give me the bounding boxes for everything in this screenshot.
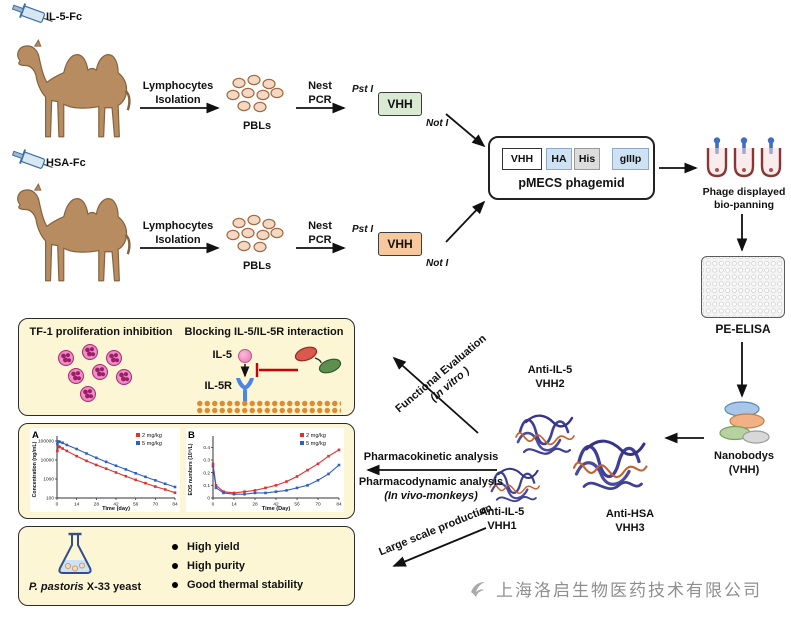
tf1-cell (68, 368, 84, 384)
il5r-label: IL-5R (204, 380, 233, 392)
phagemid-name: pMECS phagemid (518, 176, 625, 190)
pbl-cells-icon (226, 214, 284, 253)
phagemid-his-tag: His (574, 148, 600, 170)
tf1-cell (92, 364, 108, 380)
flask-icon (58, 532, 92, 574)
svg-text:0.2: 0.2 (203, 470, 210, 476)
tf1-cell (82, 344, 98, 360)
svg-text:0: 0 (207, 496, 210, 502)
vhh-gene-box: VHH (378, 232, 422, 256)
phagemid-box: VHH HA His gIIIp pMECS phagemid (488, 136, 655, 200)
svg-text:5 mg/kg: 5 mg/kg (306, 441, 326, 447)
svg-text:56: 56 (133, 502, 139, 508)
nested-pcr-label: Nest PCR (308, 220, 332, 246)
bullet-dot-icon (172, 563, 178, 569)
svg-text:70: 70 (315, 502, 321, 508)
svg-text:70: 70 (153, 502, 159, 508)
svg-text:EOS numbers (10⁹/L): EOS numbers (10⁹/L) (188, 443, 194, 495)
svg-text:84: 84 (172, 502, 178, 508)
svg-text:2 mg/kg: 2 mg/kg (306, 433, 326, 439)
svg-text:Concentration (ng/mL): Concentration (ng/mL) (32, 441, 38, 497)
yeast-strain-label: P. pastoris X-33 yeast (28, 581, 142, 593)
watermark-text: 上海洛启生物医药技术有限公司 (496, 581, 762, 600)
watermark: 上海洛启生物医药技术有限公司 (468, 576, 762, 601)
membrane-icon (196, 400, 341, 414)
il5r-receptor-icon (236, 378, 254, 403)
bullet-dot-icon (172, 544, 178, 550)
antigen-label: HSA-Fc (46, 157, 86, 169)
tf1-cell (106, 350, 122, 366)
svg-text:42: 42 (113, 502, 119, 508)
tf1-blocking-panel (18, 318, 355, 416)
nanobody-pool-icon (719, 401, 770, 444)
svg-text:84: 84 (336, 502, 342, 508)
svg-text:0.4: 0.4 (203, 445, 210, 451)
phagemid-giiip-gene: gIIIp (612, 148, 649, 170)
svg-text:Time (day): Time (day) (102, 506, 130, 512)
blocking-title: Blocking IL-5/IL-5R interaction (184, 326, 344, 338)
vhh-gene-box: VHH (378, 92, 422, 116)
vhh1-label: Anti-IL-5 VHH1 (479, 506, 525, 532)
vhh3-label: Anti-HSA VHH3 (605, 508, 655, 534)
noti-site-label: Not I (426, 258, 449, 269)
elisa-label: PE-ELISA (715, 322, 771, 336)
svg-text:28: 28 (94, 502, 100, 508)
svg-text:A: A (32, 430, 39, 441)
isolation-step-label: Lymphocytes Isolation (142, 220, 214, 246)
biopanning-label: Phage displayed bio-panning (702, 186, 786, 211)
svg-text:42: 42 (273, 502, 279, 508)
camel-illustration (17, 38, 131, 138)
svg-text:100000: 100000 (38, 439, 54, 445)
syringe-icon (11, 3, 53, 23)
tf1-cell (116, 369, 132, 385)
svg-text:2 mg/kg: 2 mg/kg (142, 433, 162, 439)
biopanning-wells-icon (706, 137, 782, 178)
antigen-label: IL-5-Fc (46, 11, 83, 23)
svg-text:0.1: 0.1 (203, 483, 210, 489)
noti-site-label: Not I (426, 118, 449, 129)
pbls-label: PBLs (242, 260, 272, 272)
svg-text:14: 14 (74, 502, 80, 508)
svg-text:0: 0 (212, 502, 215, 508)
bullet-item: High yield (172, 541, 240, 553)
pbls-label: PBLs (242, 120, 272, 132)
isolation-step-label: Lymphocytes Isolation (142, 80, 214, 106)
svg-text:28: 28 (252, 502, 258, 508)
svg-text:B: B (188, 430, 195, 441)
svg-text:1000: 1000 (43, 477, 54, 483)
blocking-nanobody-icon (294, 346, 342, 374)
psti-site-label: Pst I (352, 224, 374, 235)
svg-text:10000: 10000 (41, 458, 55, 464)
svg-text:Time (Day): Time (Day) (262, 506, 291, 512)
svg-text:14: 14 (231, 502, 237, 508)
il5-ligand-icon (238, 349, 252, 363)
nanobody-pool-label: Nanobodys (VHH) (714, 450, 774, 476)
svg-text:0.3: 0.3 (203, 458, 210, 464)
phagemid-ha-tag: HA (546, 148, 572, 170)
syringe-icon (11, 149, 53, 169)
psti-site-label: Pst I (352, 84, 374, 95)
tf1-title: TF-1 proliferation inhibition (29, 326, 173, 338)
svg-text:0: 0 (56, 502, 59, 508)
bullet-item: Good thermal stability (172, 579, 303, 591)
svg-text:5 mg/kg: 5 mg/kg (142, 441, 162, 447)
tf1-cell (58, 350, 74, 366)
vhh2-label: Anti-IL-5 VHH2 (527, 364, 573, 390)
camel-illustration (17, 182, 131, 282)
il5-label: IL-5 (212, 349, 232, 361)
svg-text:100: 100 (46, 496, 54, 502)
svg-text:56: 56 (294, 502, 300, 508)
pbl-cells-icon (226, 74, 284, 113)
elisa-plate-icon (701, 256, 785, 318)
bullet-item: High purity (172, 560, 245, 572)
bullet-dot-icon (172, 582, 178, 588)
nested-pcr-label: Nest PCR (308, 80, 332, 106)
pharmacodynamic-label: Pharmacodynamic analysis (In vivo-monkey… (358, 476, 504, 502)
pharmacokinetic-label: Pharmacokinetic analysis (363, 451, 499, 463)
tf1-cell (80, 386, 96, 402)
phagemid-vhh-cassette: VHH (502, 148, 542, 170)
company-logo-icon (471, 581, 485, 597)
